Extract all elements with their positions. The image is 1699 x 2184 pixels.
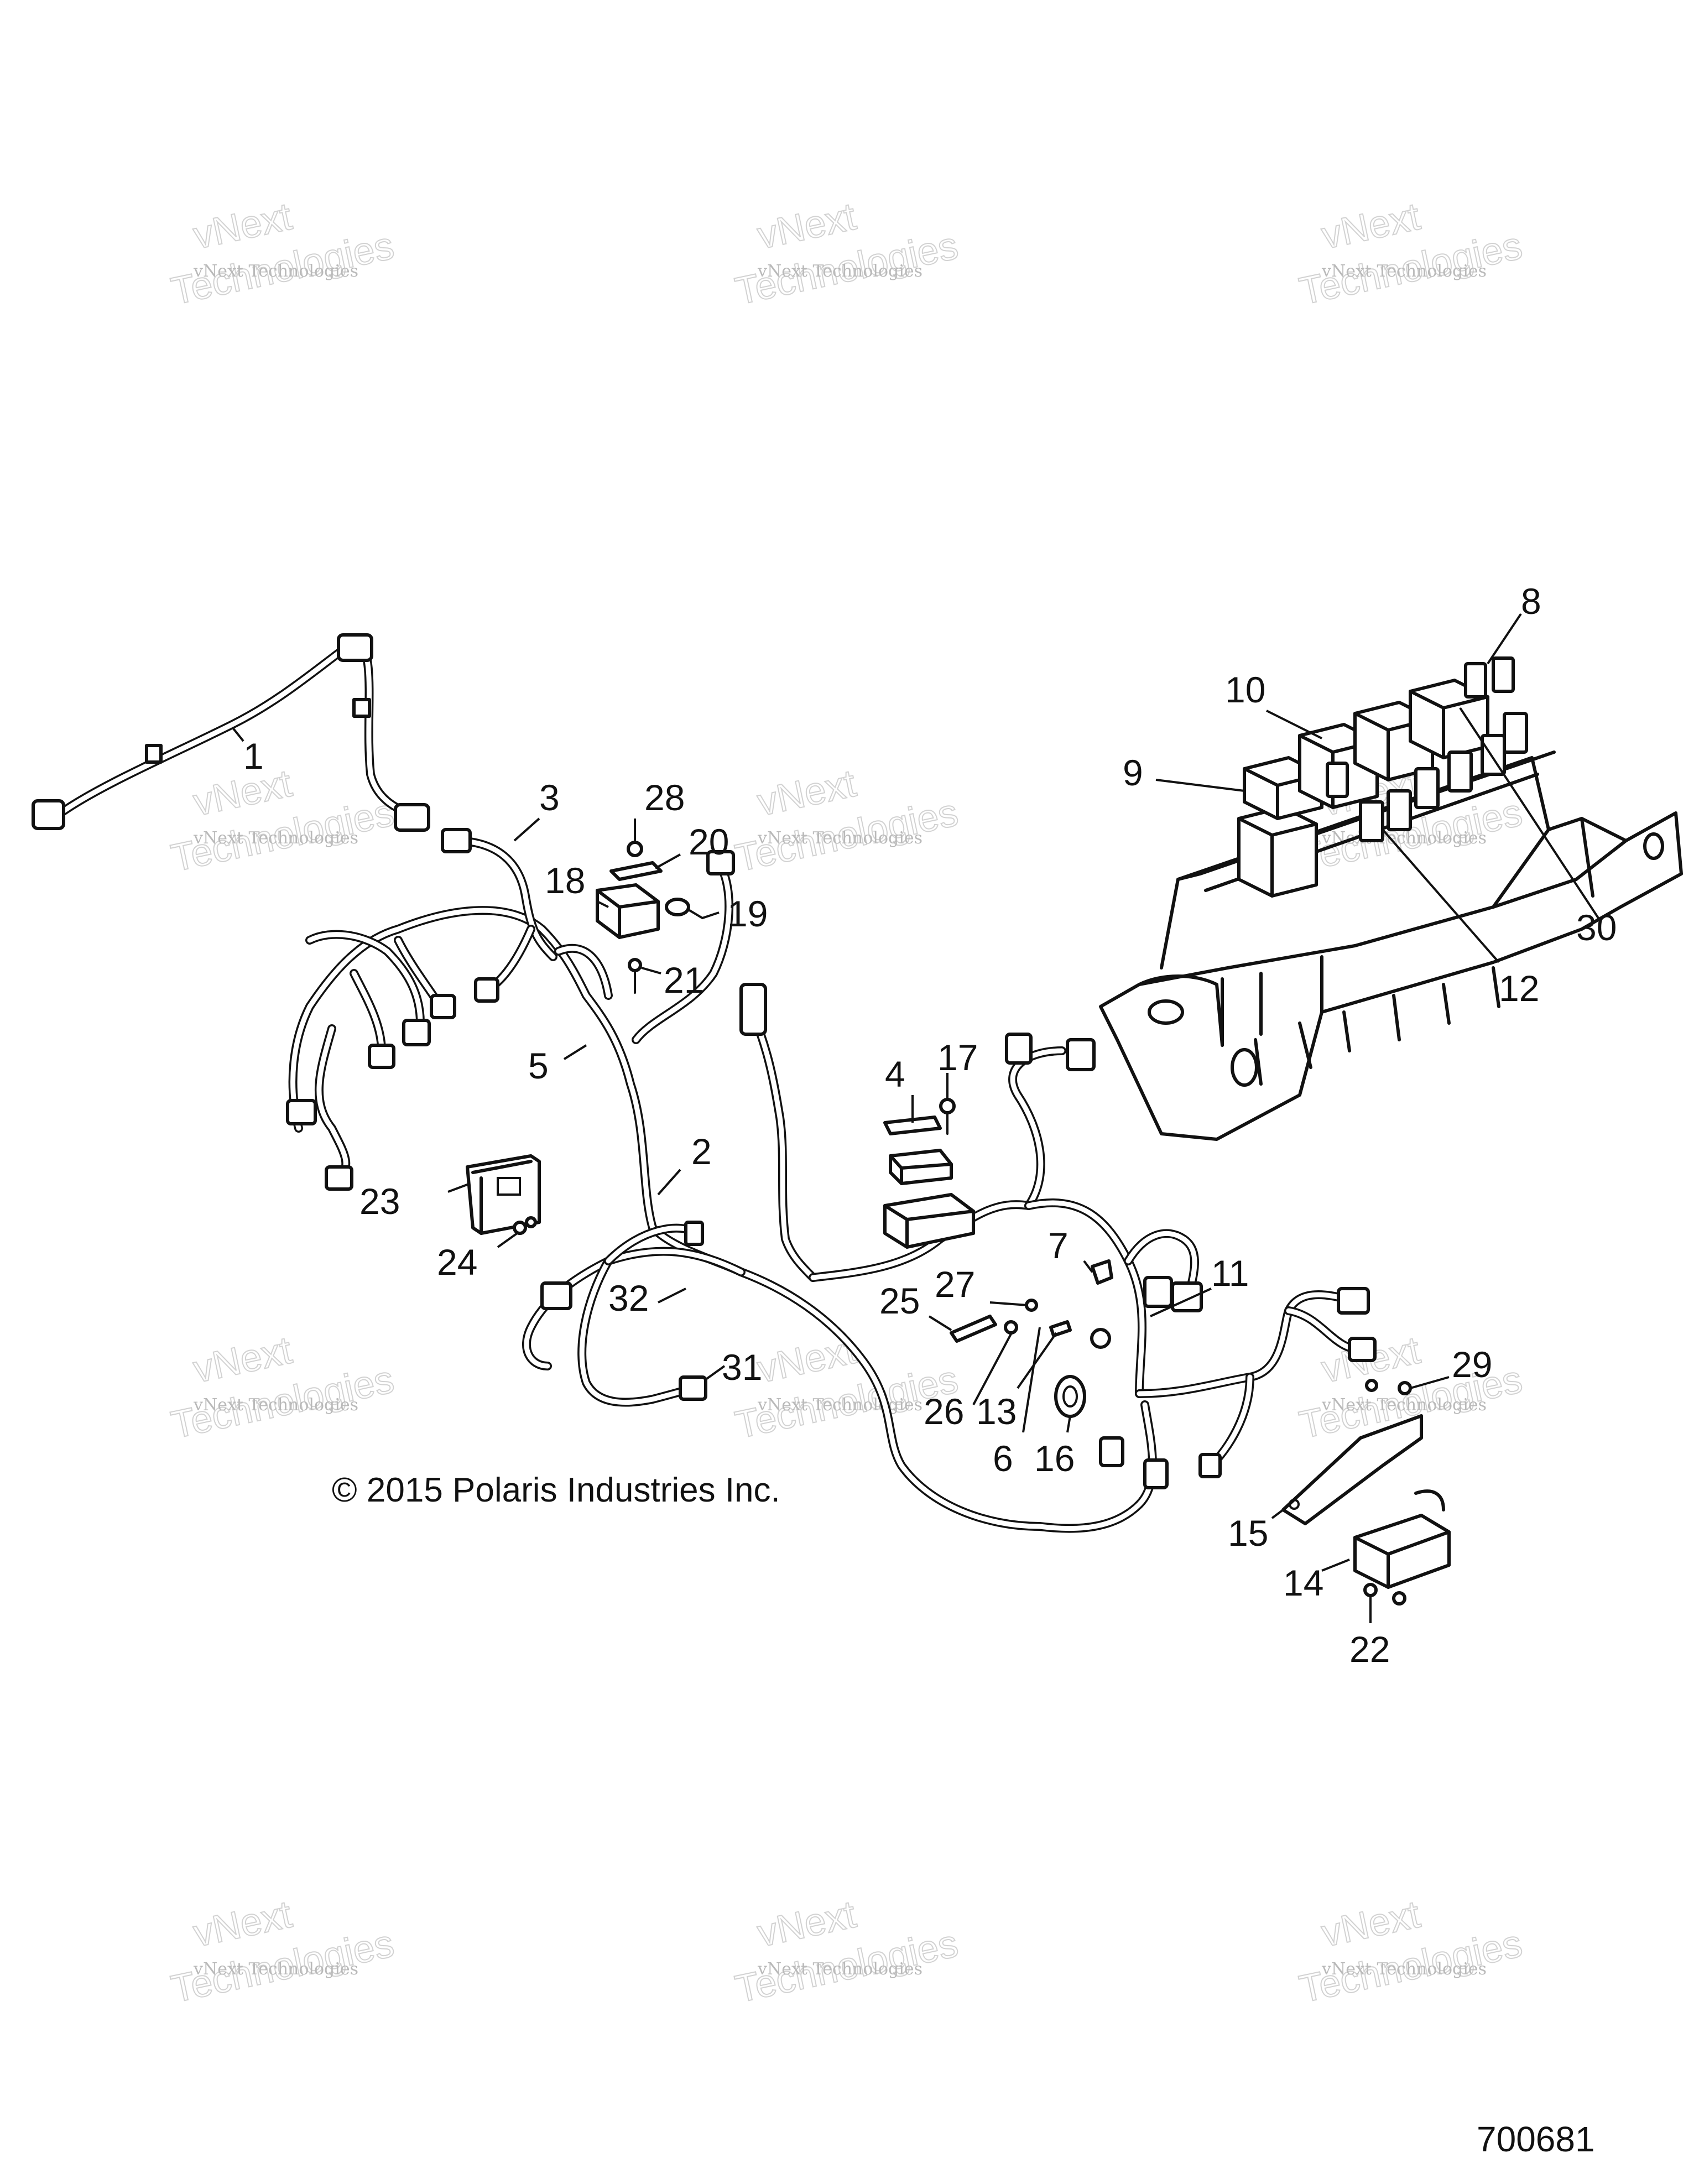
ecu-23[interactable]: [466, 1154, 541, 1235]
callout-5: 5: [528, 1045, 549, 1086]
callout-28: 28: [644, 777, 685, 818]
callout-11: 11: [1211, 1253, 1249, 1294]
svg-text:vNext Technologies: vNext Technologies: [193, 262, 358, 281]
svg-text:vNext Technologies: vNext Technologies: [1321, 1395, 1487, 1415]
callout-26: 26: [924, 1391, 964, 1432]
fuse-block[interactable]: [883, 1149, 975, 1249]
bracket-15[interactable]: [1281, 1414, 1423, 1525]
clip-6[interactable]: [1090, 1328, 1111, 1349]
watermark: vNext Technologies vNext Technologies: [731, 194, 962, 314]
svg-text:vNext Technologies: vNext Technologies: [193, 828, 358, 848]
svg-text:vNext Technologies: vNext Technologies: [1321, 262, 1487, 281]
diagram-reference-number: 700681: [1477, 2119, 1595, 2159]
screw-17[interactable]: [939, 1098, 956, 1135]
callout-29: 29: [1452, 1344, 1492, 1385]
svg-text:vNext Technologies: vNext Technologies: [757, 262, 923, 281]
watermark: vNext Technologies vNext Technologies: [167, 761, 398, 880]
callout-10: 10: [1225, 669, 1265, 710]
callout-14: 14: [1283, 1562, 1323, 1603]
callout-16: 16: [1034, 1438, 1075, 1479]
watermark: vNext Technologies vNext Technologies: [1295, 194, 1526, 314]
callout-30: 30: [1576, 907, 1617, 948]
watermark: vNext Technologies vNext Technologies: [1295, 1892, 1526, 2011]
callout-24: 24: [437, 1242, 477, 1283]
svg-text:vNext Technologies: vNext Technologies: [193, 1395, 358, 1415]
svg-text:vNext Technologies: vNext Technologies: [1321, 1959, 1487, 1979]
svg-text:vNext Technologies: vNext Technologies: [757, 1395, 923, 1415]
callout-4: 4: [885, 1054, 905, 1094]
callout-7: 7: [1048, 1225, 1069, 1266]
callout-8: 8: [1521, 581, 1541, 622]
callout-17: 17: [937, 1037, 978, 1078]
bolt-21[interactable]: [628, 958, 642, 994]
ring-19[interactable]: [665, 898, 703, 919]
bracket-20[interactable]: [609, 861, 663, 881]
callout-2: 2: [691, 1131, 712, 1172]
watermark: vNext Technologies vNext Technologies: [167, 194, 398, 314]
callout-19: 19: [727, 893, 768, 934]
nut-26[interactable]: [1004, 1320, 1018, 1335]
leader-lines: [231, 613, 1599, 1623]
screw-22[interactable]: [1363, 1583, 1406, 1606]
callout-9: 9: [1123, 752, 1143, 793]
callout-25: 25: [879, 1280, 920, 1321]
connector-7[interactable]: [1091, 1259, 1113, 1285]
callout-22: 22: [1349, 1629, 1390, 1670]
callout-3: 3: [539, 777, 560, 818]
callout-31: 31: [722, 1347, 762, 1388]
watermark: vNext Technologies vNext Technologies: [731, 761, 962, 880]
screw-24[interactable]: [513, 1216, 537, 1235]
callout-13: 13: [976, 1391, 1017, 1432]
bracket-25[interactable]: [950, 1315, 997, 1343]
callout-23: 23: [359, 1181, 400, 1222]
harness-upper[interactable]: [32, 633, 430, 832]
callout-18: 18: [545, 860, 585, 901]
screw-27[interactable]: [1025, 1299, 1038, 1312]
watermarks: vNext Technologies vNext Technologies vN…: [167, 194, 1526, 2011]
svg-text:vNext Technologies: vNext Technologies: [757, 828, 923, 848]
callout-labels: 1 2 3 4 5 6 7 8 9 10 11 12 13 14 15 16 1…: [243, 581, 1617, 1670]
callout-6: 6: [993, 1438, 1013, 1479]
watermark: vNext Technologies vNext Technologies: [731, 1892, 962, 2011]
power-distribution-box[interactable]: [1099, 656, 1683, 1141]
callout-15: 15: [1228, 1513, 1268, 1554]
grommet-16[interactable]: [1054, 1375, 1086, 1418]
watermark: vNext Technologies vNext Technologies: [167, 1892, 398, 2011]
svg-text:vNext Technologies: vNext Technologies: [1321, 828, 1487, 848]
module-14[interactable]: [1353, 1489, 1451, 1589]
svg-text:vNext Technologies: vNext Technologies: [193, 1959, 358, 1979]
fuse-part[interactable]: [883, 1116, 942, 1135]
callout-12: 12: [1499, 968, 1539, 1009]
watermark: vNext Technologies vNext Technologies: [167, 1328, 398, 1447]
callout-21: 21: [664, 960, 704, 1000]
callout-27: 27: [935, 1264, 975, 1305]
copyright-notice: © 2015 Polaris Industries Inc.: [332, 1471, 780, 1509]
clip-13[interactable]: [1049, 1320, 1072, 1337]
callout-32: 32: [608, 1278, 649, 1318]
callout-1: 1: [243, 736, 264, 776]
svg-text:vNext Technologies: vNext Technologies: [757, 1959, 923, 1979]
nut-28[interactable]: [627, 841, 643, 857]
callout-20: 20: [689, 821, 729, 862]
relay-18[interactable]: [596, 883, 660, 939]
